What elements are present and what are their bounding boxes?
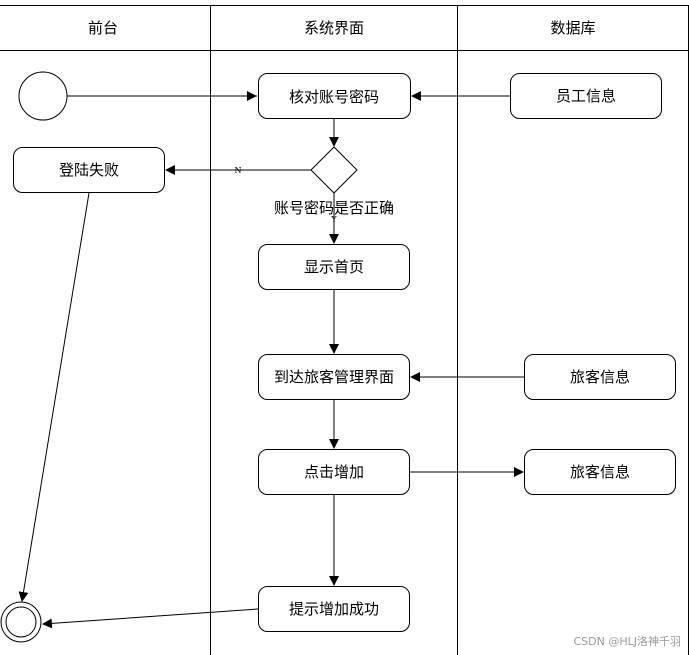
svg-text:显示首页: 显示首页 [304, 258, 364, 276]
lane-title-front: 前台 [88, 19, 118, 37]
lane-title-database: 数据库 [550, 19, 595, 37]
svg-text:旅客信息: 旅客信息 [570, 463, 630, 481]
watermark: CSDN @HLJ洛神千羽 [573, 634, 681, 648]
svg-text:到达旅客管理界面: 到达旅客管理界面 [274, 368, 394, 386]
node-login-fail: 登陆失败 [13, 147, 165, 193]
end-node [0, 601, 42, 643]
svg-text:旅客信息: 旅客信息 [570, 368, 630, 386]
node-show-home: 显示首页 [258, 244, 410, 290]
node-add-success: 提示增加成功 [258, 586, 410, 632]
node-reach-management: 到达旅客管理界面 [258, 354, 410, 400]
svg-text:提示增加成功: 提示增加成功 [289, 600, 379, 618]
edge-label-yes: Y [330, 215, 337, 224]
decision-node [310, 146, 358, 194]
start-node [18, 71, 68, 121]
svg-text:员工信息: 员工信息 [556, 87, 616, 105]
svg-text:点击增加: 点击增加 [304, 463, 364, 481]
svg-text:登陆失败: 登陆失败 [59, 161, 119, 179]
node-passenger-info-1: 旅客信息 [524, 354, 676, 400]
edge-fail-to-end [18, 192, 90, 602]
node-passenger-info-2: 旅客信息 [524, 449, 676, 495]
svg-text:核对账号密码: 核对账号密码 [289, 88, 379, 106]
edge-success-to-end [42, 608, 259, 629]
node-click-add: 点击增加 [258, 449, 410, 495]
node-employee-info: 员工信息 [510, 73, 662, 119]
lane-title-system: 系统界面 [304, 19, 364, 37]
node-verify-password: 核对账号密码 [258, 73, 411, 119]
edge-label-no: N [235, 166, 242, 175]
